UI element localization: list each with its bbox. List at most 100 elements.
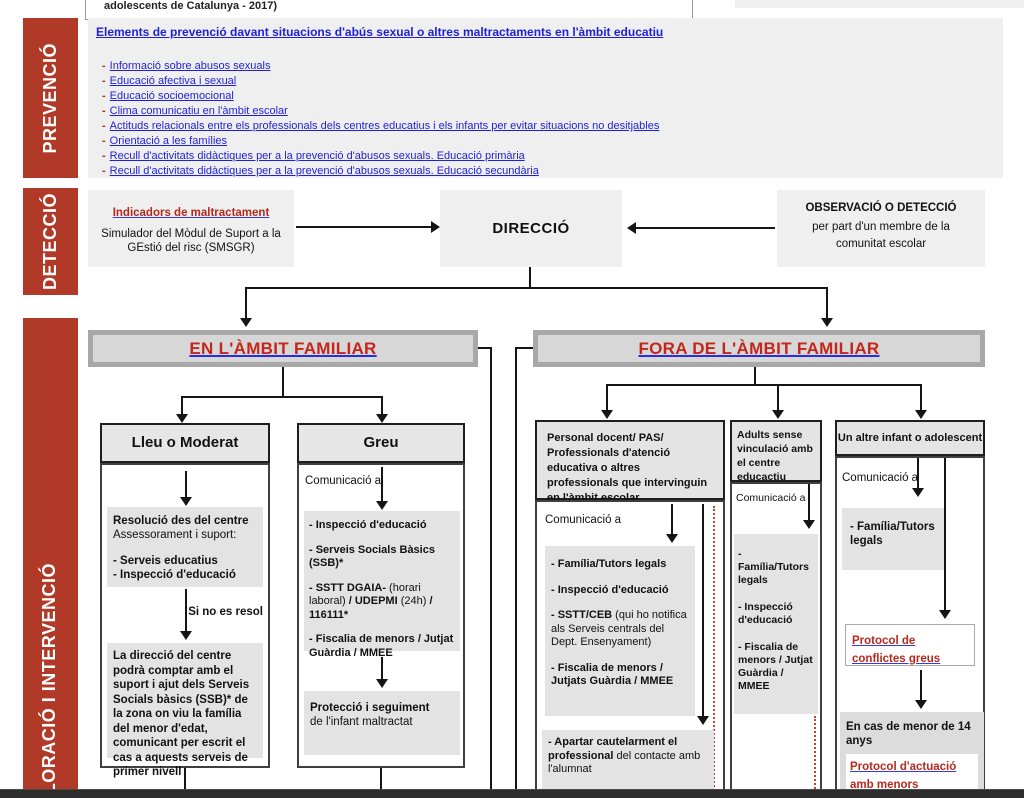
connector-observacio-to-direccio <box>636 227 775 229</box>
arrowhead-down-icon <box>666 534 678 543</box>
arrowhead-down-icon <box>915 700 927 709</box>
connector-to-greu <box>381 396 383 414</box>
top-right-strip <box>735 0 1024 8</box>
docent-body: Comunicació a - Família/Tutors legals - … <box>535 500 725 798</box>
connector-greu-down <box>380 768 382 790</box>
prevencio-link-row: -Informació sobre abusos sexuals <box>102 56 270 74</box>
rail-fora-vertical <box>515 347 517 790</box>
docent-item: - Fiscalia de menors / Jutjats Guàrdia /… <box>551 661 674 688</box>
arrowhead-down-icon <box>180 631 192 640</box>
observacio-text: per part d'un membre de la comunitat esc… <box>812 221 950 250</box>
arrowhead-down-icon <box>240 318 252 327</box>
dash: - <box>102 135 106 147</box>
arrow-line <box>671 504 673 534</box>
dash: - <box>102 90 106 102</box>
adults-comunicacio-label: Comunicació a <box>736 492 806 504</box>
arrowhead-down-icon <box>601 410 613 419</box>
prevencio-link-4[interactable]: Clima comunicatiu en l'àmbit escolar <box>109 105 288 117</box>
infant-header: Un altre infant o adolescent <box>835 420 985 456</box>
lleu-direccio-text: La direcció del centre podrà comptar amb… <box>113 650 250 778</box>
greu-header: Greu <box>297 423 465 463</box>
cropped-title-box: adolescents de Catalunya - 2017) <box>85 0 693 20</box>
dash: - <box>102 150 106 162</box>
connector-lleu-down <box>184 768 186 790</box>
familiar-header-link[interactable]: EN L'ÀMBIT FAMILIAR <box>189 338 377 358</box>
menor-text: En cas de menor de 14 anys <box>846 721 971 747</box>
infant-body: Comunicació a - Família/Tutors legals Pr… <box>835 456 985 798</box>
connector-fora-stem <box>754 367 756 384</box>
resolucio-sub: Assessorament i suport: <box>113 529 237 541</box>
indicadors-text: Simulador del Mòdul de Suport a la GEsti… <box>101 228 281 254</box>
adults-item: - Inspecció d'educació <box>738 601 793 626</box>
red-dotted-line <box>814 716 816 792</box>
arrowhead-right-icon <box>431 221 440 233</box>
arrow-line <box>808 484 810 520</box>
prevencio-link-3[interactable]: Educació socioemocional <box>109 90 234 102</box>
prevencio-title-link[interactable]: Elements de prevenció davant situacions … <box>96 25 664 39</box>
prevencio-link-2[interactable]: Educació afectiva i sexual <box>109 75 237 87</box>
docent-item: - Inspecció d'educació <box>551 583 669 596</box>
rail-familiar-vertical <box>490 347 492 790</box>
connector-familiar-stem <box>282 367 284 396</box>
adults-body: Comunicació a - Família/Tutors legals - … <box>730 482 822 798</box>
dash: - <box>102 120 106 132</box>
greu-item: - Inspecció d'educació <box>309 519 427 531</box>
connector-direccio-stem <box>529 267 531 288</box>
resolucio-item: - Serveis educatius <box>113 555 218 567</box>
arrowhead-down-icon <box>803 520 815 529</box>
prevencio-link-row: -Orientació a les famílies <box>102 131 227 149</box>
connector-to-familiar <box>245 287 247 318</box>
indicadors-link[interactable]: Indicadors de maltractament <box>112 207 270 219</box>
conflictes-greus-link[interactable]: Protocol de conflictes greus <box>852 635 941 665</box>
adults-list-block: - Família/Tutors legals - Inspecció d'ed… <box>734 534 818 714</box>
observacio-box: OBSERVACIÓ O DETECCIÓ per part d'un memb… <box>777 190 985 267</box>
arrowhead-down-icon <box>772 410 784 419</box>
arrow-line <box>185 471 187 497</box>
greu-body: Comunicació a - Inspecció d'educació - S… <box>297 463 465 768</box>
red-dotted-line <box>713 506 715 794</box>
prevencio-link-row: -Recull d'activitats didàctiques per a l… <box>102 161 539 179</box>
prevencio-panel: Elements de prevenció davant situacions … <box>88 18 1003 178</box>
lleu-resolucio-block: Resolució des del centre Assessorament i… <box>107 507 263 587</box>
prevencio-link-6[interactable]: Orientació a les famílies <box>109 135 228 147</box>
resolucio-item: - Inspecció d'educació <box>113 569 236 581</box>
prevencio-link-1[interactable]: Informació sobre abusos sexuals <box>109 60 271 72</box>
prevencio-link-8[interactable]: Recull d'activitats didàctiques per a la… <box>109 165 539 177</box>
docent-comunicacio-label: Comunicació a <box>545 514 622 526</box>
infant-familia-block: - Família/Tutors legals <box>842 508 944 570</box>
lleu-header: Lleu o Moderat <box>100 423 270 463</box>
section-label-prevencio: PREVENCIÓ <box>40 42 60 154</box>
indicadors-box: Indicadors de maltractament Simulador de… <box>88 190 294 267</box>
conflictes-linkbox: Protocol de conflictes greus <box>845 624 975 666</box>
prevencio-link-7[interactable]: Recull d'activitats didàctiques per a la… <box>109 150 525 162</box>
lleu-header-label: Lleu o Moderat <box>131 434 239 451</box>
proteccio-sub: de l'infant maltractat <box>310 716 413 728</box>
arrow-line <box>381 657 383 679</box>
connector-to-docent <box>606 384 608 410</box>
adults-header: Adults sense vinculació amb el centre ed… <box>730 420 822 483</box>
section-label-valoracio: VALORACIÓ I INTERVENCIÓ <box>39 563 59 798</box>
observacio-title: OBSERVACIÓ O DETECCIÓ <box>805 202 957 214</box>
adults-item: - Família/Tutors legals <box>738 548 809 586</box>
arrow-line <box>185 589 187 631</box>
rail-familiar-elbow <box>478 347 492 349</box>
prevencio-link-row: -Actituds relacionals entre els professi… <box>102 116 659 134</box>
window-bottom-edge <box>0 789 1024 798</box>
arrowhead-down-icon <box>915 410 927 419</box>
arrow-line <box>920 670 922 700</box>
dash: - <box>102 60 106 72</box>
connector-fora-split <box>606 384 922 386</box>
greu-proteccio-block: Protecció i seguiment de l'infant maltra… <box>304 691 460 755</box>
proteccio-title: Protecció i seguiment <box>310 702 430 714</box>
arrowhead-down-icon <box>376 501 388 510</box>
prevencio-link-5[interactable]: Actituds relacionals entre els professio… <box>109 120 660 132</box>
arrowhead-down-icon <box>176 414 188 423</box>
dash: - <box>102 75 106 87</box>
dash: - <box>102 105 106 117</box>
connector-familiar-split <box>181 396 383 398</box>
arrowhead-down-icon <box>376 414 388 423</box>
docent-header: Personal docent/ PAS/ Professionals d'at… <box>535 420 725 504</box>
docent-item: - Família/Tutors legals <box>551 558 667 570</box>
fora-header-link[interactable]: FORA DE L'ÀMBIT FAMILIAR <box>638 338 880 358</box>
connector-to-infant <box>920 384 922 410</box>
